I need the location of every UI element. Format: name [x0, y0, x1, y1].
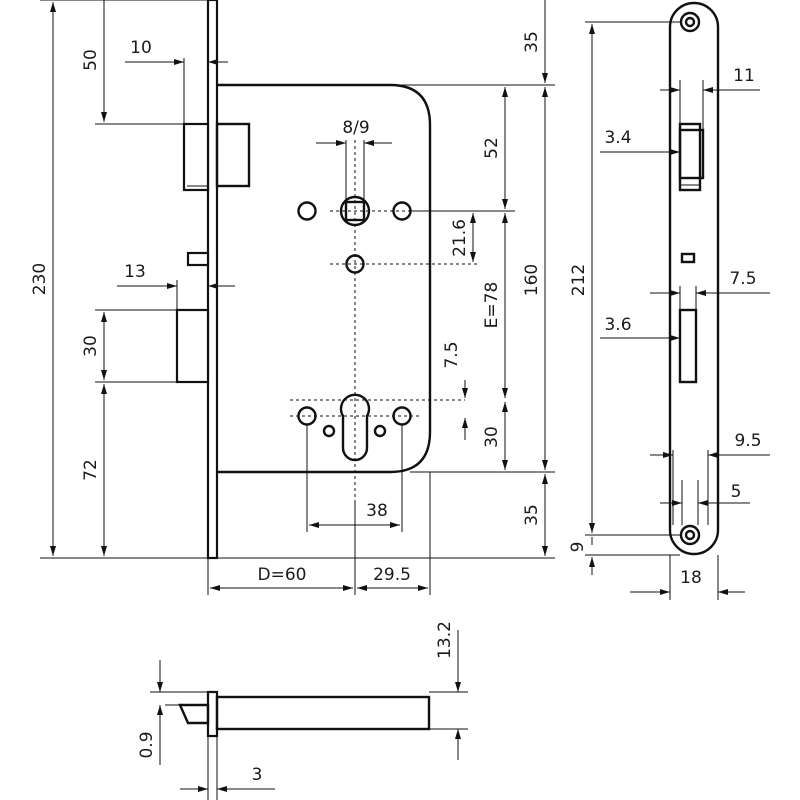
dim-50: 50	[81, 49, 101, 71]
dim-8-9: 8/9	[342, 118, 369, 138]
front-view	[175, 0, 510, 560]
latch-bolt-inner	[215, 122, 251, 188]
dim-3: 3	[252, 765, 263, 785]
deadbolt-opening	[678, 308, 698, 384]
dim-7-5-front: 7.5	[442, 341, 462, 368]
cylinder-hole-left	[297, 406, 317, 426]
faceplate	[206, 0, 219, 560]
bottom-screw-hole-outer	[679, 524, 701, 546]
dim-230: 230	[30, 263, 50, 295]
dim-e78: E=78	[482, 282, 502, 329]
latch-opening	[678, 122, 702, 192]
dim-11: 11	[733, 66, 755, 86]
body-top	[215, 695, 431, 731]
screw-hole-left	[297, 201, 317, 221]
faceplate-side	[668, 1, 720, 556]
side-view	[668, 1, 720, 556]
dim-7-5-side: 7.5	[729, 269, 756, 289]
dim-30-left: 30	[81, 335, 101, 357]
dim-38: 38	[366, 501, 388, 521]
spindle-hub	[339, 195, 371, 227]
dim-5: 5	[731, 482, 742, 502]
dim-9: 9	[568, 542, 588, 553]
small-hole-right	[373, 424, 387, 438]
dim-52: 52	[482, 137, 502, 159]
dim-0-9: 0.9	[137, 731, 157, 758]
small-hole-left	[322, 424, 336, 438]
dim-13: 13	[124, 262, 146, 282]
latch-opening-inner	[678, 128, 705, 180]
dim-29-5: 29.5	[373, 565, 411, 585]
side-dimensions: 11 3.4 212 7.5 3.6 9.5	[568, 21, 770, 600]
bottom-view: 13.2 0.9 3	[137, 621, 468, 800]
dim-d60: D=60	[258, 565, 307, 585]
square-spindle-hole	[344, 200, 366, 222]
trigger-pin	[186, 251, 210, 267]
trigger-slot	[680, 252, 696, 264]
dim-18: 18	[680, 568, 702, 588]
dim-9-5: 9.5	[734, 431, 761, 451]
latch-bolt	[182, 122, 210, 192]
cylinder-hole-right	[392, 406, 412, 426]
dim-212: 212	[569, 264, 589, 296]
dim-13-2: 13.2	[435, 621, 455, 659]
dim-10: 10	[130, 38, 152, 58]
lock-body	[217, 83, 432, 474]
bottom-screw-hole-inner	[684, 529, 696, 541]
dim-160: 160	[522, 264, 542, 296]
faceplate-top	[206, 690, 219, 738]
dim-21-6: 21.6	[450, 219, 470, 257]
dim-35-bottom: 35	[522, 504, 542, 526]
top-screw-hole-outer	[679, 11, 701, 33]
dim-35-top: 35	[522, 31, 542, 53]
fixing-hole-center	[345, 254, 365, 274]
front-dimensions: 230 50 10 13 30 72	[30, 0, 555, 595]
dim-72: 72	[81, 459, 101, 481]
dim-3-4: 3.4	[604, 128, 631, 148]
dim-30-right: 30	[482, 426, 502, 448]
deadbolt	[175, 308, 210, 384]
top-screw-hole-inner	[684, 16, 696, 28]
dim-3-6: 3.6	[604, 315, 631, 335]
